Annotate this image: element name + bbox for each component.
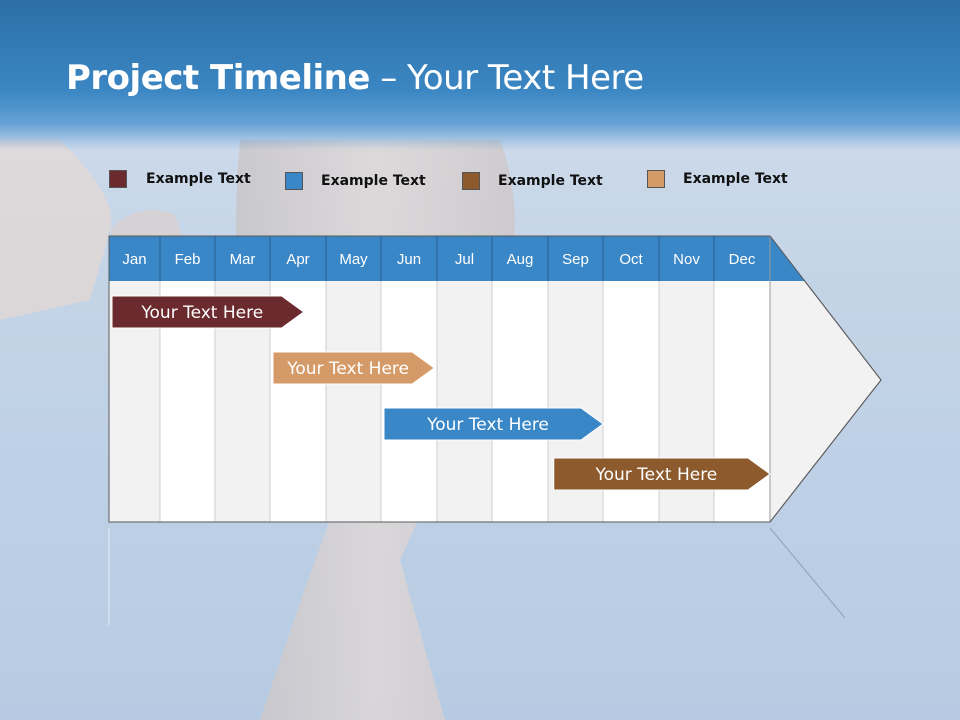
legend-label-3: Example Text <box>498 173 603 189</box>
task-bar-2: Your Text Here <box>272 351 436 385</box>
legend-swatch-3 <box>462 172 480 190</box>
page-title: Project Timeline – Your Text Here <box>66 58 644 98</box>
legend: Example Text Example Text Example Text E… <box>0 0 960 200</box>
legend-label-4: Example Text <box>683 171 788 187</box>
legend-item-3: Example Text <box>462 172 603 190</box>
month-label-aug: Aug <box>507 251 534 268</box>
month-column-band <box>492 281 548 522</box>
month-label-feb: Feb <box>175 251 201 268</box>
task-bar-shape <box>111 295 305 329</box>
month-label-jul: Jul <box>455 251 474 268</box>
task-bar-label: Your Text Here <box>286 359 409 379</box>
task-bar-label: Your Text Here <box>140 303 263 323</box>
month-label-jan: Jan <box>122 251 146 268</box>
legend-swatch-1 <box>109 170 127 188</box>
month-label-jun: Jun <box>397 251 421 268</box>
legend-item-1: Example Text <box>109 170 251 188</box>
task-bar-label: Your Text Here <box>426 415 549 435</box>
task-bar-1: Your Text Here <box>111 295 305 329</box>
legend-item-2: Example Text <box>285 172 426 190</box>
month-label-mar: Mar <box>230 251 256 268</box>
task-bar-label: Your Text Here <box>594 465 717 485</box>
month-label-oct: Oct <box>619 251 643 268</box>
task-bar-shape <box>553 457 771 491</box>
task-bar-3: Your Text Here <box>383 407 604 441</box>
legend-label-1: Example Text <box>146 171 251 187</box>
month-column-band <box>326 281 381 522</box>
legend-label-2: Example Text <box>321 173 426 189</box>
task-bar-4: Your Text Here <box>553 457 771 491</box>
title-rest: – Your Text Here <box>369 58 644 98</box>
task-bar-shape <box>383 407 604 441</box>
timeline-reflection <box>108 527 846 625</box>
legend-swatch-2 <box>285 172 303 190</box>
month-column-band <box>437 281 492 522</box>
title-bold: Project Timeline <box>66 58 370 98</box>
timeline-outline <box>108 235 882 523</box>
legend-swatch-4 <box>647 170 665 188</box>
month-label-may: May <box>339 251 368 268</box>
month-column-band <box>381 281 437 522</box>
month-header-row <box>109 236 770 281</box>
legend-item-4: Example Text <box>647 170 788 188</box>
month-label-nov: Nov <box>673 251 700 268</box>
header-band <box>0 0 960 150</box>
month-label-dec: Dec <box>729 251 756 268</box>
month-label-apr: Apr <box>286 251 309 268</box>
month-label-sep: Sep <box>562 251 589 268</box>
task-bar-shape <box>272 351 436 385</box>
